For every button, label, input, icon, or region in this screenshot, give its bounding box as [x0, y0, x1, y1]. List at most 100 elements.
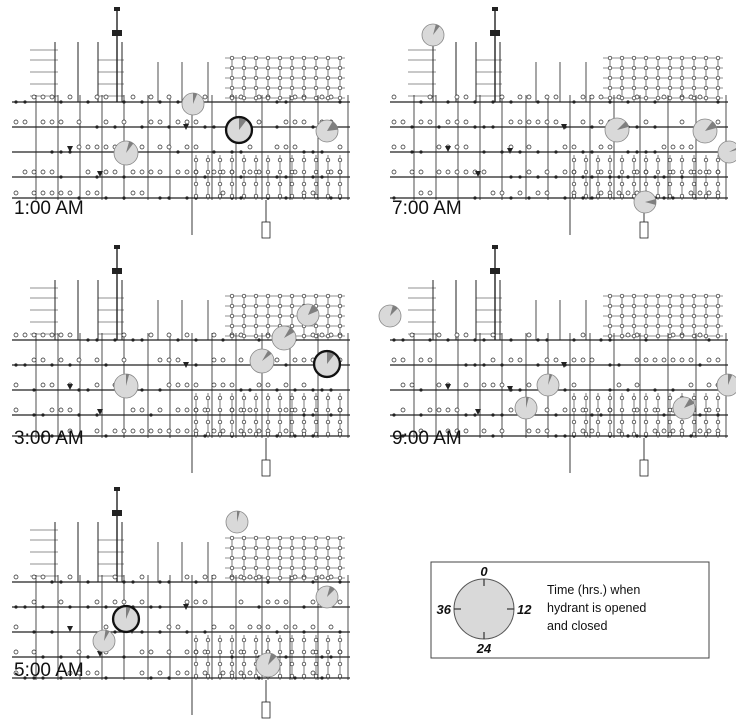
hydrant-node: [313, 407, 319, 413]
hydrant-node: [631, 323, 637, 329]
hydrant-node: [619, 293, 625, 299]
junction-node: [590, 413, 594, 417]
junction-node: [698, 413, 702, 417]
hydrant-node: [313, 323, 319, 329]
hydrant-node: [325, 181, 331, 187]
hydrant-clock-icon: [315, 119, 339, 143]
hydrant-node: [688, 357, 694, 363]
junction-node: [392, 413, 396, 417]
hydrant-node: [265, 431, 271, 437]
hydrant-node: [553, 119, 559, 125]
hydrant-node: [619, 95, 625, 101]
hydrant-node: [667, 55, 673, 61]
hydrant-node: [283, 119, 289, 125]
hydrant-node: [265, 545, 271, 551]
hydrant-node: [703, 333, 709, 339]
hydrant-node: [463, 94, 469, 100]
hydrant-node: [58, 407, 64, 413]
hydrant-node: [301, 75, 307, 81]
hydrant-node: [562, 144, 568, 150]
hydrant-node: [175, 169, 181, 175]
hydrant-node: [241, 293, 247, 299]
hydrant-node: [703, 193, 709, 199]
hydrant-node: [292, 357, 298, 363]
junction-node: [617, 363, 621, 367]
hydrant-node: [607, 169, 613, 175]
hydrant-node: [184, 428, 190, 434]
hydrant-node: [289, 303, 295, 309]
hydrant-node: [679, 181, 685, 187]
junction-node: [239, 150, 243, 154]
hydrant-node: [697, 332, 703, 338]
hydrant-node: [184, 382, 190, 388]
legend-box: 0 12 24 36 Time (hrs.) when hydrant is o…: [430, 561, 710, 659]
reservoir-icon: [114, 487, 120, 491]
hydrant-node: [277, 419, 283, 425]
hydrant-node: [655, 419, 661, 425]
hydrant-node: [211, 169, 217, 175]
hydrant-node: [631, 293, 637, 299]
hydrant-node: [481, 169, 487, 175]
hydrant-node: [337, 55, 343, 61]
hydrant-node: [31, 332, 37, 338]
hydrant-node: [631, 181, 637, 187]
hydrant-node: [703, 157, 709, 163]
legend-clock-icon: [453, 578, 515, 640]
junction-node: [14, 605, 18, 609]
hydrant-node: [40, 94, 46, 100]
hydrant-node: [229, 649, 235, 655]
hydrant-node: [265, 407, 271, 413]
hydrant-node: [313, 419, 319, 425]
hydrant-node: [253, 407, 259, 413]
hydrant-node: [631, 169, 637, 175]
hydrant-node: [241, 535, 247, 541]
hydrant-node: [220, 382, 226, 388]
hydrant-node: [454, 332, 460, 338]
hydrant-node: [619, 303, 625, 309]
hydrant-node: [703, 293, 709, 299]
hydrant-node: [274, 144, 280, 150]
hydrant-node: [337, 323, 343, 329]
hydrant-node: [130, 190, 136, 196]
panel-label-7am: 7:00 AM: [392, 198, 462, 219]
hydrant-node: [526, 382, 532, 388]
hydrant-node: [667, 395, 673, 401]
hydrant-node: [598, 119, 604, 125]
hydrant-node: [400, 144, 406, 150]
hydrant-node: [205, 157, 211, 163]
junction-node: [59, 655, 63, 659]
hydrant-node: [325, 575, 331, 581]
hydrant-node: [643, 323, 649, 329]
hydrant-node: [166, 649, 172, 655]
hydrant-node: [205, 431, 211, 437]
junction-node: [626, 434, 630, 438]
hydrant-node: [463, 382, 469, 388]
hydrant-node: [13, 407, 19, 413]
hydrant-node: [31, 649, 37, 655]
hydrant-node: [481, 428, 487, 434]
hydrant-node: [265, 565, 271, 571]
hydrant-node: [292, 119, 298, 125]
hydrant-node: [277, 407, 283, 413]
hydrant-node: [691, 419, 697, 425]
hydrant-node: [283, 407, 289, 413]
hydrant-node: [22, 332, 28, 338]
hydrant-node: [313, 637, 319, 643]
hydrant-node: [337, 649, 343, 655]
hydrant-node: [526, 119, 532, 125]
junction-node: [230, 150, 234, 154]
hydrant-node: [310, 670, 316, 676]
hydrant-node: [715, 65, 721, 71]
hydrant-node: [148, 119, 154, 125]
pipe-network: [12, 487, 350, 719]
hydrant-node: [409, 332, 415, 338]
hydrant-clock-icon: [633, 190, 657, 214]
hydrant-node: [241, 545, 247, 551]
hydrant-node: [427, 94, 433, 100]
hydrant-node: [220, 190, 226, 196]
hydrant-node: [313, 157, 319, 163]
junction-node: [320, 175, 324, 179]
hydrant-node: [217, 419, 223, 425]
junction-node: [320, 150, 324, 154]
